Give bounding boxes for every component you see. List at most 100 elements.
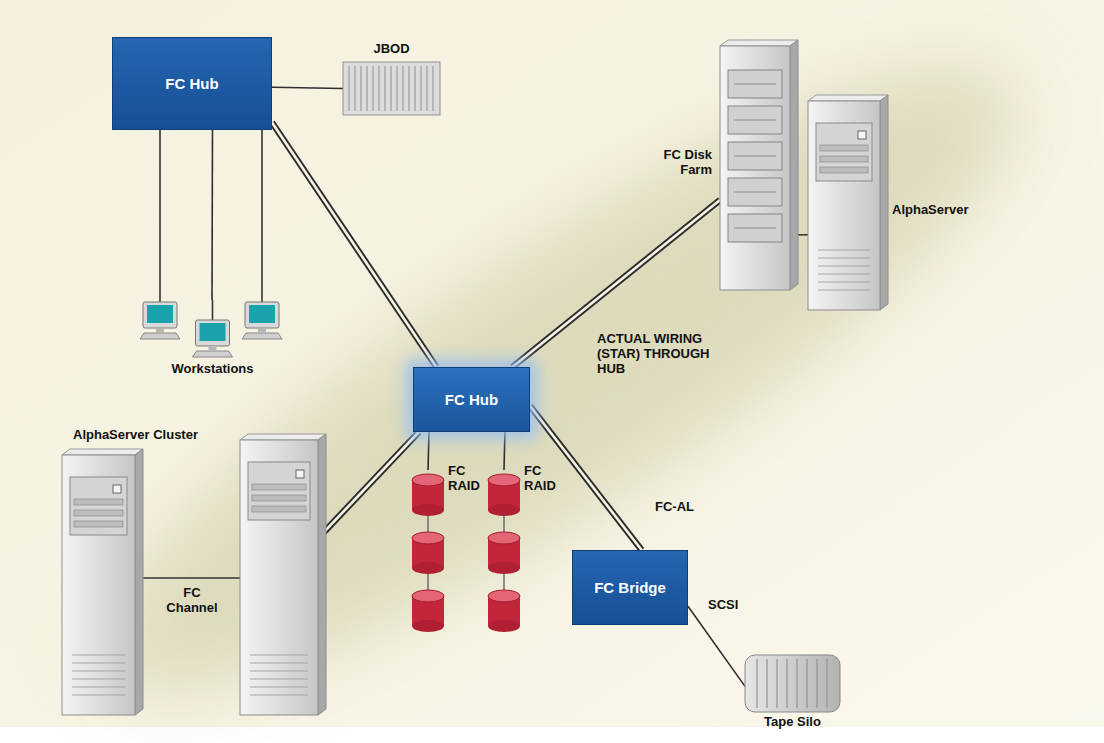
raid-stack: FC RAID <box>412 470 444 640</box>
disk-top <box>412 590 444 602</box>
monitor-stand <box>209 346 217 350</box>
disk-top <box>488 590 520 602</box>
drive-bay <box>728 214 782 242</box>
vent-line <box>250 655 308 656</box>
drive-slot <box>74 510 123 516</box>
drive-handle <box>734 228 776 229</box>
disk-bottom <box>412 620 444 632</box>
vent-line <box>818 282 870 283</box>
part-label: FC RAID <box>448 464 488 494</box>
illustration <box>488 470 520 640</box>
disk-bottom <box>412 562 444 574</box>
box-label: FC Bridge <box>594 579 666 596</box>
jbod-rib <box>408 66 409 111</box>
tower-top <box>240 434 326 440</box>
disk-farm: FC Disk Farm <box>720 40 790 290</box>
fibre-link <box>272 123 436 367</box>
tower-front <box>62 455 135 715</box>
tower-front <box>240 440 318 715</box>
wire <box>504 432 506 470</box>
part-label: Tape Silo <box>745 715 840 730</box>
jbod-rib <box>348 66 349 111</box>
tower-top <box>62 449 143 455</box>
server-tower: AlphaServer <box>808 95 880 310</box>
disk-link <box>503 516 504 532</box>
monitor-stand <box>156 328 164 332</box>
keyboard <box>242 333 282 339</box>
jbod-rib <box>366 66 367 111</box>
drive-bay <box>728 70 782 98</box>
disk-top <box>412 474 444 486</box>
jbod-rib <box>360 66 361 111</box>
silo-rib <box>766 659 767 708</box>
illustration <box>745 655 840 712</box>
jbod-rib <box>384 66 385 111</box>
drive-handle <box>734 84 776 85</box>
illustration <box>412 470 444 640</box>
vent-line <box>818 250 870 251</box>
illustration <box>55 428 322 715</box>
jbod-rib <box>402 66 403 111</box>
link-label: SCSI <box>708 598 738 613</box>
part-label: AlphaServer <box>892 203 969 218</box>
box-label: FC Hub <box>165 75 218 92</box>
part-label: Workstations <box>130 362 295 377</box>
wire-line <box>428 432 429 470</box>
note-label: ACTUAL WIRING (STAR) THROUGH HUB <box>597 332 713 377</box>
part-label: AlphaServer Cluster <box>73 428 198 443</box>
vent-line <box>818 266 870 267</box>
drive-slot <box>820 145 868 151</box>
drive-handle <box>734 120 776 121</box>
raid-stack: FC RAID <box>488 470 520 640</box>
silo-rib <box>756 659 757 708</box>
power-badge <box>858 131 866 139</box>
power-badge <box>113 485 121 493</box>
drive-bay <box>728 106 782 134</box>
jbod-rib <box>426 66 427 111</box>
background-band <box>36 0 1083 743</box>
drive-slot <box>252 484 306 490</box>
disk-link <box>427 516 428 532</box>
drive-slot <box>74 521 123 527</box>
drive-bay <box>728 142 782 170</box>
vent-line <box>250 663 308 664</box>
drive-slot <box>252 506 306 512</box>
fc-channel-wire <box>135 577 240 579</box>
disk-bottom <box>488 620 520 632</box>
monitor-screen <box>147 305 173 323</box>
vent-line <box>72 663 125 664</box>
fibre-inner <box>272 123 436 367</box>
hub-box: FC Hub <box>112 37 272 130</box>
silo-rib <box>816 659 817 708</box>
monitor <box>196 320 230 346</box>
vent-line <box>72 655 125 656</box>
silo-rib <box>806 659 807 708</box>
workstation-group: Workstations <box>130 300 295 382</box>
hub-box: FC Hub <box>413 367 530 432</box>
vent-line <box>250 679 308 680</box>
vent-line <box>250 695 308 696</box>
vent-line <box>250 671 308 672</box>
illustration <box>720 40 790 290</box>
wire-line <box>503 432 506 470</box>
disk-link <box>427 574 428 590</box>
disk-link <box>503 574 504 590</box>
disk-bottom <box>488 504 520 516</box>
vent-line <box>818 290 870 291</box>
vent-line <box>818 274 870 275</box>
fibre-outer <box>322 432 419 534</box>
tape-silo: Tape Silo <box>745 655 840 712</box>
vent-line <box>250 687 308 688</box>
silo-rib <box>776 659 777 708</box>
silo-rib <box>826 659 827 708</box>
front-panel <box>816 123 872 181</box>
wire-line <box>272 87 343 88</box>
wire <box>688 606 745 686</box>
jbod-rib <box>420 66 421 111</box>
tower-front <box>720 46 790 290</box>
keyboard <box>140 333 180 339</box>
wire <box>212 130 213 300</box>
